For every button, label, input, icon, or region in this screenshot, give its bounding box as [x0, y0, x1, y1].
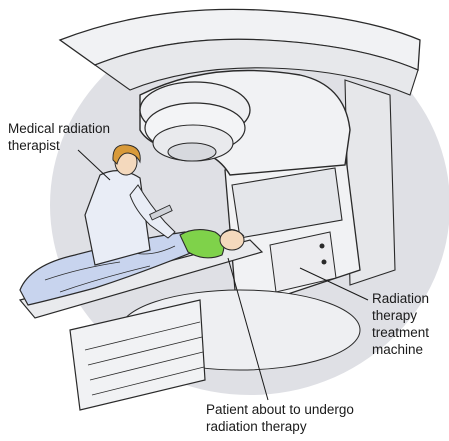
label-machine: Radiation therapy treatment machine	[372, 290, 429, 358]
label-machine-line4: machine	[372, 341, 429, 358]
label-therapist: Medical radiation therapist	[8, 120, 110, 154]
label-machine-line1: Radiation	[372, 290, 429, 307]
machine-knob-2	[322, 260, 327, 265]
label-therapist-line2: therapist	[8, 137, 110, 154]
label-patient-line2: radiation therapy	[206, 418, 354, 435]
label-patient: Patient about to undergo radiation thera…	[206, 401, 354, 435]
label-therapist-line1: Medical radiation	[8, 120, 110, 137]
label-machine-line2: therapy	[372, 307, 429, 324]
label-patient-line1: Patient about to undergo	[206, 401, 354, 418]
label-machine-line3: treatment	[372, 324, 429, 341]
treatment-head-aperture	[168, 143, 216, 161]
machine-knob-1	[320, 244, 325, 249]
